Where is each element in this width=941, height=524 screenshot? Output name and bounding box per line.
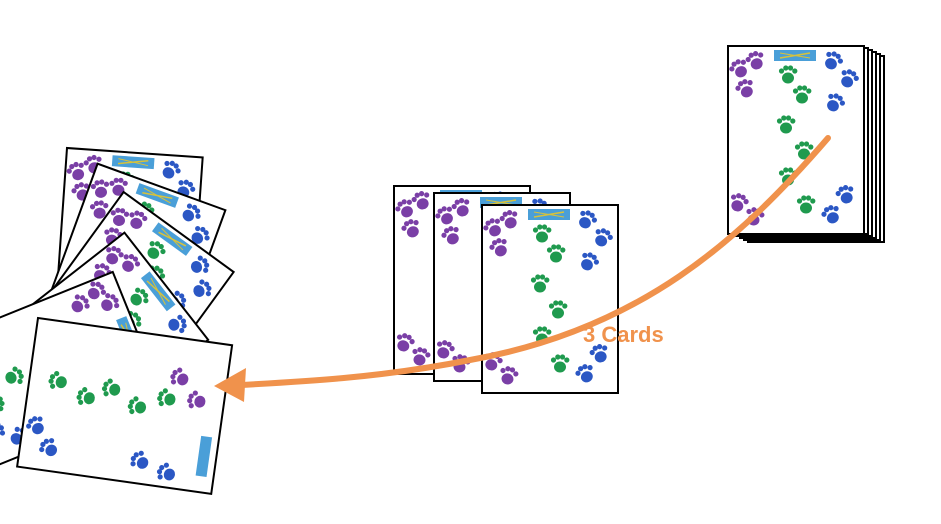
player-hand (0, 148, 234, 495)
transfer-count-label: 3 Cards (583, 322, 664, 347)
pass-card[interactable] (481, 205, 618, 393)
draw-pile[interactable] (727, 46, 885, 243)
arrowhead-icon (214, 368, 246, 402)
curved-arrow-icon (219, 135, 831, 389)
pass-pile (393, 186, 618, 393)
hand-card[interactable] (15, 316, 234, 495)
card-badge-icon (195, 435, 213, 477)
draw-pile-top-card[interactable] (727, 46, 864, 234)
